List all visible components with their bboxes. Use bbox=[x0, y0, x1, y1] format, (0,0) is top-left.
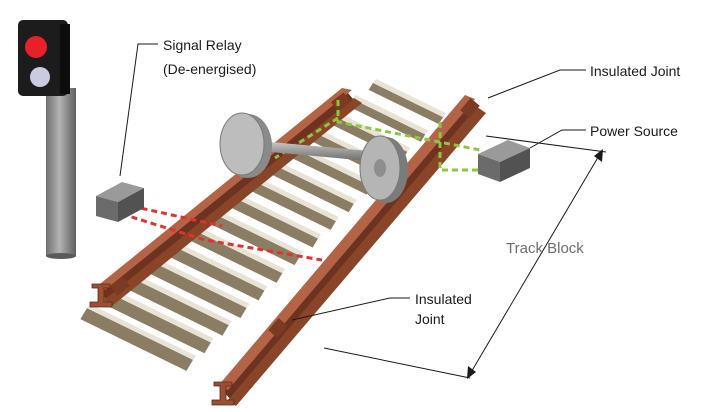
wheelset bbox=[219, 112, 408, 203]
sleeper-top-face bbox=[270, 159, 357, 204]
insulated-joint-top-label: Insulated Joint bbox=[590, 63, 681, 79]
signal-pole bbox=[46, 88, 76, 256]
far-wheel-hub bbox=[374, 159, 386, 177]
off-lamp bbox=[30, 67, 50, 87]
sleeper-top-face bbox=[352, 94, 429, 135]
signal-relay-label: Signal Relay bbox=[163, 37, 242, 53]
right-rail-head bbox=[218, 95, 475, 390]
sleeper-top-face bbox=[127, 271, 232, 326]
insulated-joint-bottom-label-line2: Joint bbox=[415, 311, 445, 327]
sleeper bbox=[224, 195, 319, 248]
right-rail-foot bbox=[228, 107, 486, 406]
sleeper bbox=[265, 163, 354, 213]
relay-circuit-wire bbox=[121, 202, 323, 262]
signal-relay-box bbox=[96, 182, 144, 222]
sleeper-top-face bbox=[189, 223, 286, 274]
track-block-dimension bbox=[467, 149, 603, 379]
leader-lines bbox=[119, 43, 607, 379]
sleeper-top-face bbox=[107, 288, 214, 343]
red-lamp bbox=[25, 36, 47, 58]
left-rail-end bbox=[89, 283, 113, 308]
axle bbox=[248, 140, 380, 162]
sleeper bbox=[100, 292, 211, 354]
sleeper-top-face bbox=[168, 239, 268, 291]
power-source-leader bbox=[529, 129, 586, 149]
signal-pole-base bbox=[46, 253, 76, 259]
sleeper bbox=[245, 179, 336, 230]
track-block-label: Track Block bbox=[506, 240, 584, 257]
sleeper bbox=[80, 308, 194, 371]
sleeper bbox=[142, 259, 247, 318]
signal-head-side bbox=[60, 24, 70, 94]
de-energised-label: (De-energised) bbox=[163, 61, 257, 77]
track-block-ext-bottom bbox=[323, 347, 471, 379]
track-block-ext-top bbox=[485, 135, 607, 153]
dimension-arrow-top bbox=[594, 149, 603, 162]
insulated-joint-bottom-left bbox=[110, 276, 130, 296]
sleeper-top-face bbox=[372, 78, 447, 118]
signal-post bbox=[18, 20, 76, 259]
insulated-joint-top-right bbox=[460, 98, 480, 118]
sleeper-top-face bbox=[148, 255, 250, 308]
power-source-box bbox=[478, 140, 530, 182]
signal-relay-leader bbox=[119, 43, 158, 177]
dimension-arrow-bottom bbox=[467, 366, 476, 379]
right-rail-web bbox=[224, 100, 477, 400]
near-wheel bbox=[219, 112, 265, 176]
insulated-joint-bottom-leader bbox=[291, 297, 410, 321]
sleeper bbox=[121, 275, 229, 336]
insulated-joint-bottom-label-line1: Insulated bbox=[415, 291, 472, 307]
insulated-joint-top-left bbox=[331, 92, 351, 112]
sleeper bbox=[368, 82, 444, 125]
left-rail-head bbox=[95, 88, 352, 290]
sleeper bbox=[286, 147, 372, 195]
sleeper-top-face bbox=[86, 304, 197, 360]
insulated-joint-top-leader bbox=[487, 69, 586, 99]
sleeper-top-face bbox=[250, 175, 339, 222]
sleeper bbox=[162, 243, 265, 301]
sleeper-top-face bbox=[209, 207, 304, 256]
sleeper-top-face bbox=[229, 191, 322, 239]
insulated-joint-bottom-right bbox=[268, 318, 288, 338]
power-source-label: Power Source bbox=[590, 123, 678, 139]
right-rail-end bbox=[211, 381, 235, 406]
sleeper bbox=[203, 211, 301, 266]
sleeper bbox=[348, 98, 426, 142]
